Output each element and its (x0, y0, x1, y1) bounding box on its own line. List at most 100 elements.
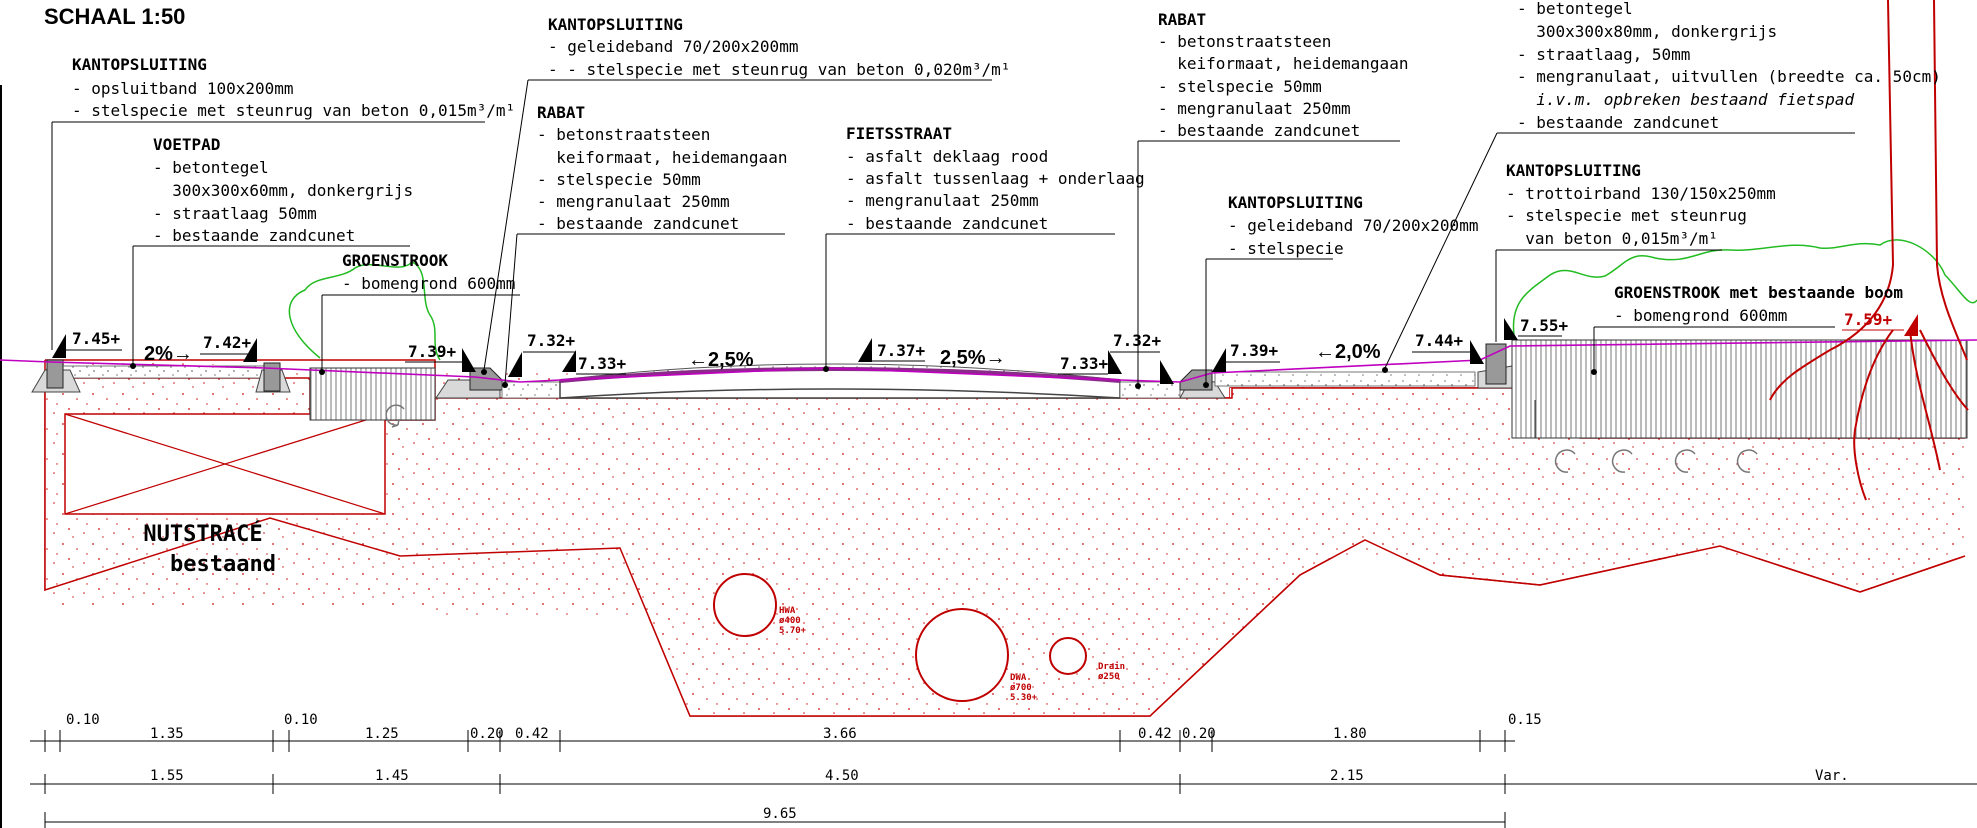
note-groenstrook-right: GROENSTROOK met bestaande boom - bomengr… (1591, 283, 1903, 375)
pipe-drain: Drain ø250 (1049, 637, 1125, 682)
slope-footpath-right: ←2,0% (1315, 341, 1381, 363)
svg-text:ø400: ø400 (779, 616, 801, 626)
svg-text:VOETPAD: VOETPAD (153, 135, 220, 154)
svg-text:- stelspecie met steunrug: - stelspecie met steunrug (1506, 206, 1747, 225)
dim-1-80: 1.80 (1333, 726, 1367, 742)
dim-0-42-b: 0.42 (1138, 726, 1172, 742)
svg-text:- straatlaag 50mm: - straatlaag 50mm (153, 204, 317, 223)
svg-text:- stelspecie: - stelspecie (1228, 239, 1344, 258)
svg-text:- betonstraatsteen: - betonstraatsteen (537, 125, 710, 144)
svg-text:7.59+: 7.59+ (1844, 310, 1893, 329)
svg-text:- trottoirband 130/150x250mm: - trottoirband 130/150x250mm (1506, 184, 1776, 203)
svg-text:7.33+: 7.33+ (578, 354, 627, 373)
dim-2-15: 2.15 (1330, 768, 1364, 784)
soil-outline-2 (44, 378, 1966, 717)
note-kantopsluiting-4: KANTOPSLUITING - trottoirband 130/150x25… (1495, 161, 1776, 342)
svg-text:- betontegel: - betontegel (1517, 0, 1633, 18)
cycle-asphalt-bottom (559, 388, 1121, 399)
svg-text:7.44+: 7.44+ (1415, 331, 1464, 350)
kerb-left-1 (46, 359, 64, 389)
svg-text:7.37+: 7.37+ (877, 341, 926, 360)
svg-text:5.30+: 5.30+ (1010, 693, 1038, 703)
svg-text:FIETSSTRAAT: FIETSSTRAAT (846, 124, 952, 143)
pipe-dwa: DWA ø700 5.30+ (915, 608, 1038, 703)
dimension-row-2 (30, 774, 1977, 794)
svg-text:RABAT: RABAT (537, 103, 585, 122)
svg-text:- bestaande zandcunet: - bestaande zandcunet (153, 226, 355, 245)
slope-cycle-right: 2,5%→ (940, 347, 1006, 369)
scale-label: SCHAAL 1:50 (44, 4, 185, 29)
rabat-left (501, 381, 561, 399)
svg-text:- betontegel: - betontegel (153, 158, 269, 177)
svg-text:5.70+: 5.70+ (779, 626, 807, 636)
kerb-left-2 (263, 362, 281, 392)
svg-text:Drain: Drain (1098, 661, 1125, 672)
svg-text:- bestaande zandcunet: - bestaande zandcunet (537, 214, 739, 233)
svg-text:- straatlaag, 50mm: - straatlaag, 50mm (1517, 45, 1690, 64)
svg-text:GROENSTROOK met bestaande boom: GROENSTROOK met bestaande boom (1614, 283, 1903, 302)
utility-strip: NUTSTRACÉ bestaand (64, 413, 386, 577)
svg-text:KANTOPSLUITING: KANTOPSLUITING (1506, 161, 1641, 180)
dim-3-66: 3.66 (823, 726, 857, 742)
svg-text:- mengranulaat 250mm: - mengranulaat 250mm (537, 192, 730, 211)
svg-text:- geleideband 70/200x200mm: - geleideband 70/200x200mm (1228, 216, 1478, 235)
note-voetpad: VOETPAD - betontegel 300x300x60mm, donke… (130, 135, 413, 369)
dim-1-45: 1.45 (375, 768, 409, 784)
note-rabat-left: RABAT - betonstraatsteen keiformaat, hei… (502, 103, 787, 388)
svg-text:- asfalt tussenlaag + onderlaa: - asfalt tussenlaag + onderlaag (846, 169, 1145, 188)
note-voetpad-right: - betontegel 300x300x80mm, donkergrijs -… (1382, 0, 1941, 373)
svg-text:300x300x60mm, donkergrijs: 300x300x60mm, donkergrijs (153, 181, 413, 200)
dim-0-20-b: 0.20 (1182, 726, 1216, 742)
root-arrows (385, 404, 1758, 473)
utility-title: NUTSTRACÉ (143, 521, 262, 547)
svg-text:7.45+: 7.45+ (72, 329, 121, 348)
level-markers: 7.45+ 7.42+ 7.39+ 7.32+ 7.33+ 7.37+ 7.33… (52, 310, 1918, 384)
svg-text:- mengranulaat 250mm: - mengranulaat 250mm (846, 191, 1039, 210)
dim-1-55: 1.55 (150, 768, 184, 784)
svg-text:7.42+: 7.42+ (203, 333, 252, 352)
svg-text:300x300x80mm, donkergrijs: 300x300x80mm, donkergrijs (1517, 22, 1777, 41)
svg-text:- geleideband 70/200x200mm: - geleideband 70/200x200mm (548, 37, 798, 56)
pipe-hwa: HWA ø400 5.70+ (713, 573, 807, 637)
soil-deep (435, 548, 1235, 716)
rabat-right (1119, 381, 1181, 399)
utility-subtitle: bestaand (170, 552, 276, 577)
dim-0-20-a: 0.20 (470, 726, 504, 742)
svg-text:- mengranulaat, uitvullen (bre: - mengranulaat, uitvullen (breedte ca. 5… (1517, 67, 1941, 86)
svg-text:HWA: HWA (779, 606, 796, 616)
tree (1769, 0, 1969, 501)
svg-text:KANTOPSLUITING: KANTOPSLUITING (1228, 193, 1363, 212)
svg-text:7.33+: 7.33+ (1060, 354, 1109, 373)
svg-text:ø700: ø700 (1010, 683, 1032, 693)
note-kantopsluiting-1: KANTOPSLUITING - opsluitband 100x200mm -… (51, 55, 515, 350)
svg-text:ø250: ø250 (1098, 672, 1120, 682)
svg-text:- bestaande zandcunet: - bestaande zandcunet (1158, 121, 1360, 140)
note-kantopsluiting-2: KANTOPSLUITING - geleideband 70/200x200m… (481, 15, 1010, 375)
svg-text:- - stelspecie met steunrug va: - - stelspecie met steunrug van beton 0,… (548, 60, 1010, 79)
svg-text:7.32+: 7.32+ (1113, 331, 1162, 350)
svg-text:RABAT: RABAT (1158, 10, 1206, 29)
svg-text:7.39+: 7.39+ (408, 342, 457, 361)
note-groenstrook-left: GROENSTROOK - bomengrond 600mm (319, 251, 520, 375)
svg-text:- asfalt deklaag rood: - asfalt deklaag rood (846, 147, 1048, 166)
dim-1-35: 1.35 (150, 726, 184, 742)
svg-text:i.v.m. opbreken bestaand fiets: i.v.m. opbreken bestaand fietspad (1517, 90, 1855, 109)
green-strip-right (1511, 339, 1968, 439)
svg-text:keiformaat, heidemangaan: keiformaat, heidemangaan (1158, 54, 1408, 73)
svg-text:- bomengrond 600mm: - bomengrond 600mm (342, 274, 515, 293)
svg-text:- bestaande zandcunet: - bestaande zandcunet (846, 214, 1048, 233)
svg-text:van beton 0,015m³/m¹: van beton 0,015m³/m¹ (1506, 229, 1718, 248)
svg-text:7.55+: 7.55+ (1520, 316, 1569, 335)
svg-text:DWA: DWA (1010, 673, 1027, 683)
svg-text:- bomengrond 600mm: - bomengrond 600mm (1614, 306, 1787, 325)
dim-9-65: 9.65 (763, 806, 797, 822)
note-rabat-right: RABAT - betonstraatsteen keiformaat, hei… (1135, 10, 1408, 389)
dim-0-10-b: 0.10 (284, 712, 318, 728)
green-strip-left (309, 367, 436, 421)
svg-text:7.32+: 7.32+ (527, 331, 576, 350)
dimension-total (44, 812, 1506, 828)
svg-text:GROENSTROOK: GROENSTROOK (342, 251, 448, 270)
dim-0-15: 0.15 (1508, 712, 1542, 728)
svg-text:- betonstraatsteen: - betonstraatsteen (1158, 32, 1331, 51)
